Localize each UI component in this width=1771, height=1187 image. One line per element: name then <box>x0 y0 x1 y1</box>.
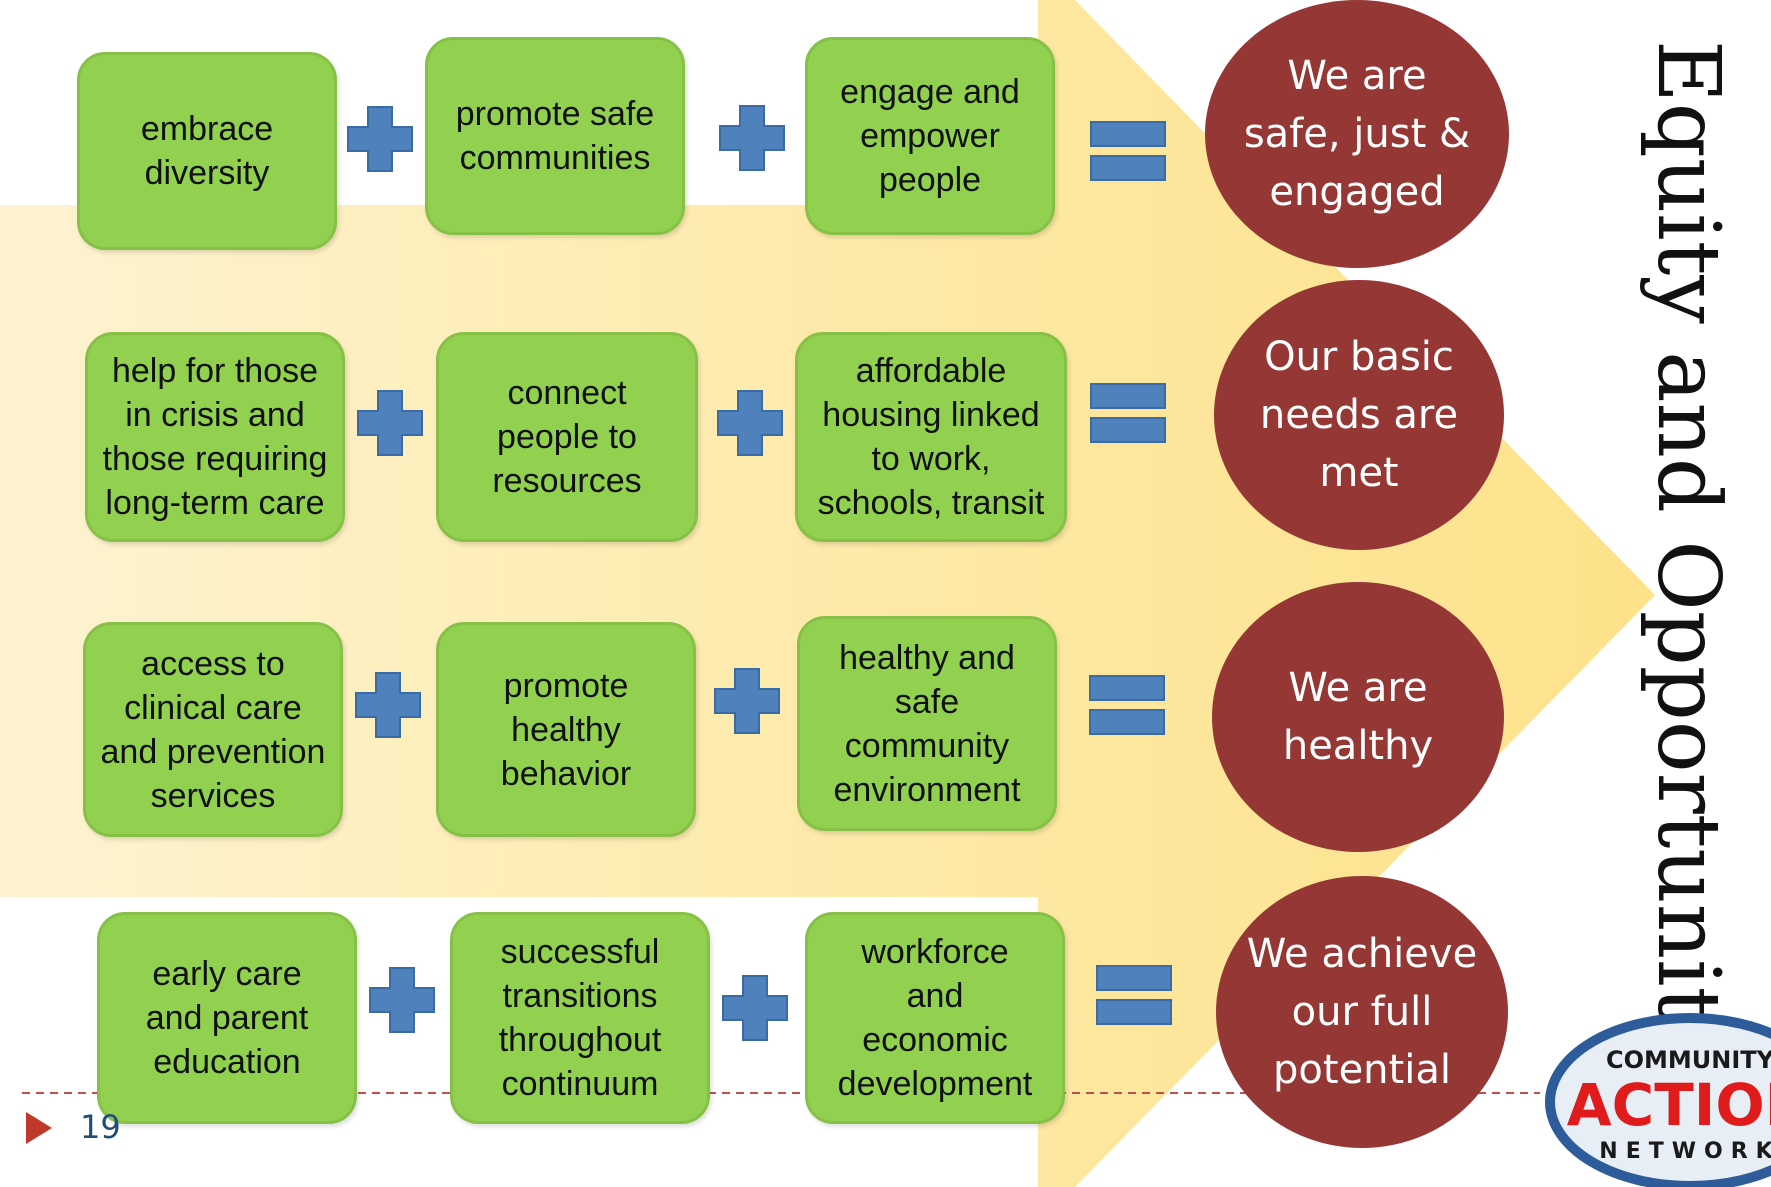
equals-icon <box>1090 383 1166 443</box>
slide-marker-triangle <box>26 1112 52 1144</box>
plus-icon <box>714 668 780 734</box>
input-box-successful-transitions: successful transitions throughout contin… <box>450 912 710 1124</box>
side-title: Equity and Opportunity <box>1638 40 1738 1070</box>
input-box-embrace-diversity: embrace diversity <box>77 52 337 250</box>
big-arrow-shape <box>0 0 1655 1187</box>
equals-icon <box>1096 965 1172 1025</box>
svg-text:COMMUNITY: COMMUNITY <box>1606 1046 1771 1074</box>
outcome-safe-just-engaged: We are safe, just & engaged <box>1205 0 1509 268</box>
input-box-affordable-housing: affordable housing linked to work, schoo… <box>795 332 1067 542</box>
input-box-promote-safe-communities: promote safe communities <box>425 37 685 235</box>
input-box-clinical-care: access to clinical care and prevention s… <box>83 622 343 837</box>
outcome-basic-needs-met: Our basic needs are met <box>1214 280 1504 550</box>
input-box-healthy-behavior: promote healthy behavior <box>436 622 696 837</box>
equals-icon <box>1089 675 1165 735</box>
plus-icon <box>717 390 783 456</box>
input-box-workforce: workforce and economic development <box>805 912 1065 1124</box>
input-box-early-care: early care and parent education <box>97 912 357 1124</box>
equals-icon <box>1090 121 1166 181</box>
input-box-help-crisis: help for those in crisis and those requi… <box>85 332 345 542</box>
plus-icon <box>347 106 413 172</box>
svg-text:NETWORK: NETWORK <box>1599 1139 1771 1164</box>
plus-icon <box>357 390 423 456</box>
outcome-full-potential: We achieve our full potential <box>1216 876 1508 1148</box>
input-box-engage-empower: engage and empower people <box>805 37 1055 235</box>
slide-number: 19 <box>80 1108 121 1146</box>
plus-icon <box>722 975 788 1041</box>
plus-icon <box>369 967 435 1033</box>
input-box-healthy-environment: healthy and safe community environment <box>797 616 1057 831</box>
input-box-connect-people: connect people to resources <box>436 332 698 542</box>
plus-icon <box>355 672 421 738</box>
outcome-we-are-healthy: We are healthy <box>1212 582 1504 852</box>
plus-icon <box>719 105 785 171</box>
